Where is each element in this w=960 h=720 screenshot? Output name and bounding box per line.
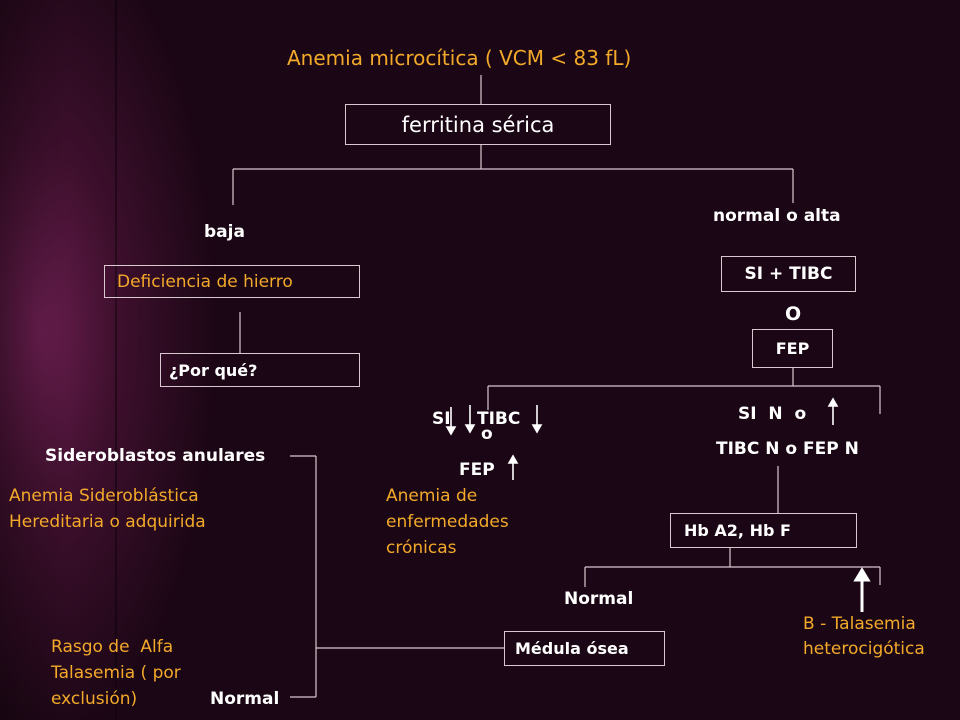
deficiencia-box: Deficiencia de hierro [104, 265, 360, 298]
background-divider [115, 0, 117, 720]
rasgo-alfa-line1: Rasgo de Alfa [51, 637, 174, 657]
o-label-small: o [481, 424, 493, 444]
beta-talasemia-line1: Β - Talasemia [803, 614, 916, 634]
hb-a2-box: Hb A2, Hb F [670, 513, 857, 548]
deficiencia-label: Deficiencia de hierro [117, 271, 293, 292]
ferritina-label: ferritina sérica [401, 112, 555, 137]
arrow-tibc-right-down-head [531, 424, 543, 434]
por-que-label: ¿Por qué? [169, 360, 258, 380]
label-normal-alta: normal o alta [713, 206, 841, 226]
si-tibc-box: SI + TIBC [721, 256, 856, 292]
fep-box: FEP [752, 329, 833, 368]
anemia-cronica-line2: enfermedades [386, 512, 509, 532]
medula-box: Médula ósea [504, 631, 665, 666]
beta-talasemia-line2: heterocigótica [803, 639, 925, 659]
arrow-si-down-head [445, 426, 457, 436]
fep-left-label: FEP [459, 460, 495, 480]
si-label: SI [432, 409, 451, 429]
tibc-label: TIBC [477, 409, 521, 429]
arrow-sin-up-head [827, 397, 839, 407]
anemia-sideroblastica-line1: Anemia Sideroblástica [9, 486, 199, 506]
label-baja: baja [204, 222, 245, 242]
sideroblastos-label: Sideroblastos anulares [45, 446, 266, 466]
arrow-beta-up-head [853, 567, 871, 582]
arrow-tibc-left-down-head [464, 424, 476, 434]
diagram-title: Anemia microcítica ( VCM < 83 fL) [287, 46, 632, 70]
si-n-o-label: SI N o [738, 404, 807, 424]
rasgo-alfa-line2: Talasemia ( por [51, 663, 181, 683]
rasgo-alfa-line3: exclusión) [51, 689, 138, 709]
connector-o-label: O [785, 303, 802, 325]
por-que-box: ¿Por qué? [160, 353, 360, 387]
hb-a2-label: Hb A2, Hb F [684, 521, 791, 540]
arrow-fep-up-head [507, 454, 519, 464]
si-tibc-label: SI + TIBC [744, 264, 833, 284]
anemia-cronica-line1: Anemia de [386, 486, 478, 506]
anemia-cronica-line3: crónicas [386, 538, 457, 558]
fep-label: FEP [775, 339, 810, 358]
ferritina-box: ferritina sérica [345, 104, 611, 145]
normal-label-right: Normal [564, 589, 634, 609]
tibc-n-label: TIBC N o FEP N [716, 439, 859, 459]
background-left-strip [0, 0, 115, 720]
normal-label-bottom: Normal [210, 689, 280, 709]
anemia-sideroblastica-line2: Hereditaria o adquirida [9, 512, 206, 532]
medula-label: Médula ósea [515, 639, 629, 658]
